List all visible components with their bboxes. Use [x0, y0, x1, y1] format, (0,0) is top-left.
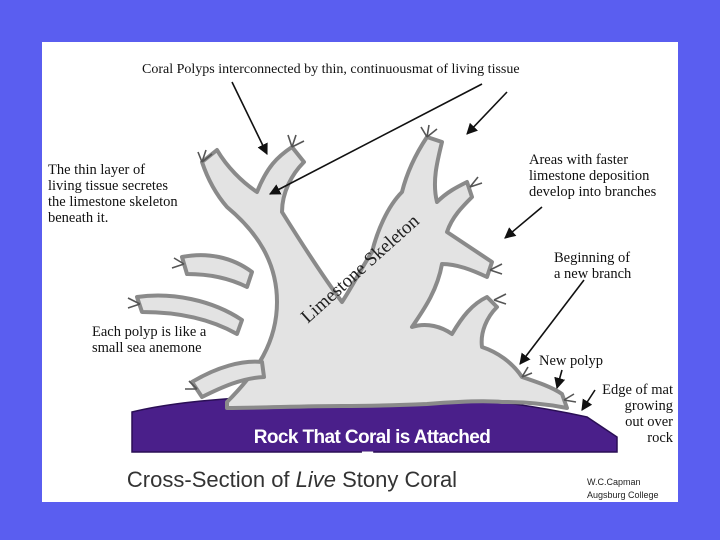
arrow-polyps-2	[270, 84, 482, 194]
label-new-branch: Beginning of a new branch	[554, 250, 631, 282]
arrow-polyps-1	[232, 82, 267, 154]
diagram-title: Cross-Section of Live Stony Coral	[42, 467, 542, 493]
slide-panel: Coral Polyps interconnected by thin, con…	[42, 42, 678, 502]
label-thin-layer: The thin layer of living tissue secretes…	[48, 162, 178, 226]
arrow-polyps-3	[467, 92, 507, 134]
title-italic: Live	[296, 467, 336, 492]
label-polyp-like: Each polyp is like a small sea anemone	[92, 324, 206, 356]
label-polyps-mat: Coral Polyps interconnected by thin, con…	[142, 62, 520, 78]
arrow-faster-deposition	[505, 207, 542, 238]
label-edge-of-mat: Edge of mat growing out over rock	[587, 382, 673, 446]
arrow-new-polyp	[557, 370, 562, 388]
label-new-polyp: New polyp	[539, 353, 603, 369]
label-faster-deposition: Areas with faster limestone deposition d…	[529, 152, 656, 200]
title-suffix: Stony Coral	[336, 467, 457, 492]
label-rock: Rock That Coral is Attached To	[242, 427, 502, 471]
arrow-new-branch	[520, 280, 584, 364]
title-prefix: Cross-Section of	[127, 467, 296, 492]
credit-text: W.C.Capman Augsburg College	[587, 476, 659, 502]
